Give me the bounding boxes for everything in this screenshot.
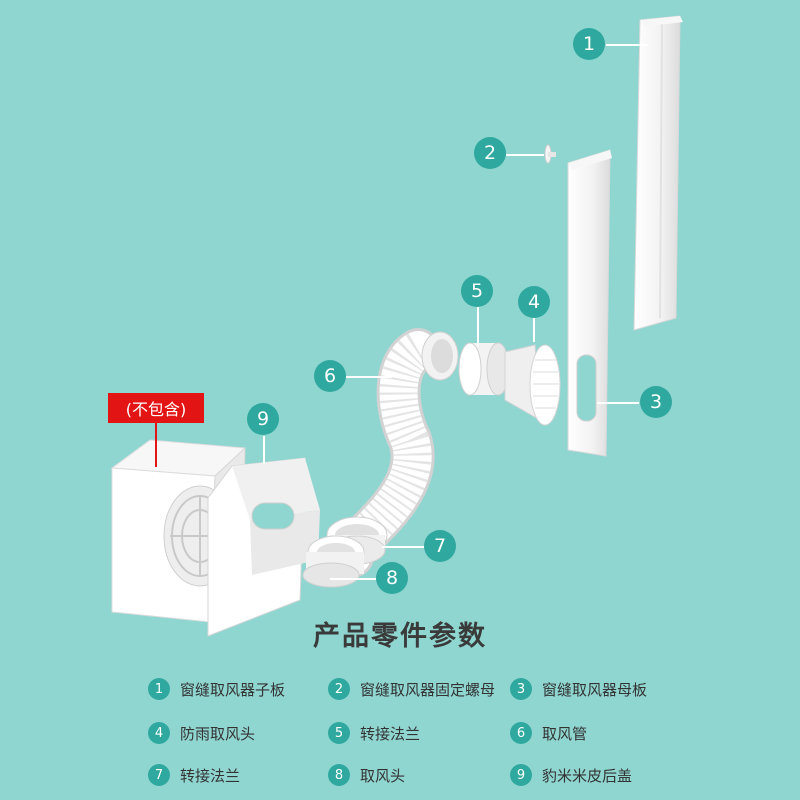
legend-label: 窗缝取风器母板 xyxy=(542,680,648,699)
rain-intake-head xyxy=(504,344,561,426)
legend-label: 豹米米皮后盖 xyxy=(542,766,633,785)
legend-item: 6 取风管 xyxy=(510,722,587,744)
leader-5 xyxy=(477,307,479,347)
legend-number: 3 xyxy=(510,678,532,700)
legend-item: 7 转接法兰 xyxy=(148,764,240,786)
legend-label: 取风头 xyxy=(360,766,406,785)
legend-item: 2 窗缝取风器固定螺母 xyxy=(328,678,495,700)
legend-number: 2 xyxy=(328,678,350,700)
flange-top xyxy=(458,342,510,396)
not-included-label: (不包含) xyxy=(108,393,204,423)
window-panel-child xyxy=(633,15,683,331)
callout-8: 8 xyxy=(376,562,408,594)
callout-7: 7 xyxy=(424,530,456,562)
legend-label: 取风管 xyxy=(542,724,588,743)
legend-number: 8 xyxy=(328,764,350,786)
callout-3: 3 xyxy=(640,386,672,418)
legend-item: 8 取风头 xyxy=(328,764,405,786)
callout-1: 1 xyxy=(573,28,605,60)
leader-1 xyxy=(606,44,648,46)
legend-number: 6 xyxy=(510,722,532,744)
legend-item: 9 豹米米皮后盖 xyxy=(510,764,632,786)
callout-9: 9 xyxy=(247,403,279,435)
callout-4: 4 xyxy=(518,286,550,318)
leader-6 xyxy=(346,376,392,378)
legend-label: 窗缝取风器固定螺母 xyxy=(360,680,496,699)
legend-label: 窗缝取风器子板 xyxy=(180,680,286,699)
callout-5: 5 xyxy=(461,275,493,307)
legend-label: 转接法兰 xyxy=(360,724,421,743)
legend-item: 4 防雨取风头 xyxy=(148,722,255,744)
air-intake-head xyxy=(302,535,365,588)
legend-label: 转接法兰 xyxy=(180,766,241,785)
rear-cover xyxy=(207,457,320,637)
legend-number: 9 xyxy=(510,764,532,786)
legend-number: 7 xyxy=(148,764,170,786)
leader-4 xyxy=(533,318,535,342)
callout-2: 2 xyxy=(474,137,506,169)
legend-label: 防雨取风头 xyxy=(180,724,256,743)
callout-6: 6 xyxy=(314,360,346,392)
page-title: 产品零件参数 xyxy=(313,621,487,652)
not-included-leader xyxy=(155,423,157,467)
legend-number: 4 xyxy=(148,722,170,744)
leader-2 xyxy=(506,154,544,156)
leader-9 xyxy=(263,436,265,464)
legend-item: 1 窗缝取风器子板 xyxy=(148,678,285,700)
fixing-nut xyxy=(544,144,556,164)
leader-3 xyxy=(597,402,639,404)
legend-item: 3 窗缝取风器母板 xyxy=(510,678,647,700)
legend-number: 5 xyxy=(328,722,350,744)
legend-number: 1 xyxy=(148,678,170,700)
legend-item: 5 转接法兰 xyxy=(328,722,420,744)
leader-8 xyxy=(330,578,376,580)
leader-7 xyxy=(382,546,424,548)
window-panel-mother xyxy=(567,149,612,457)
